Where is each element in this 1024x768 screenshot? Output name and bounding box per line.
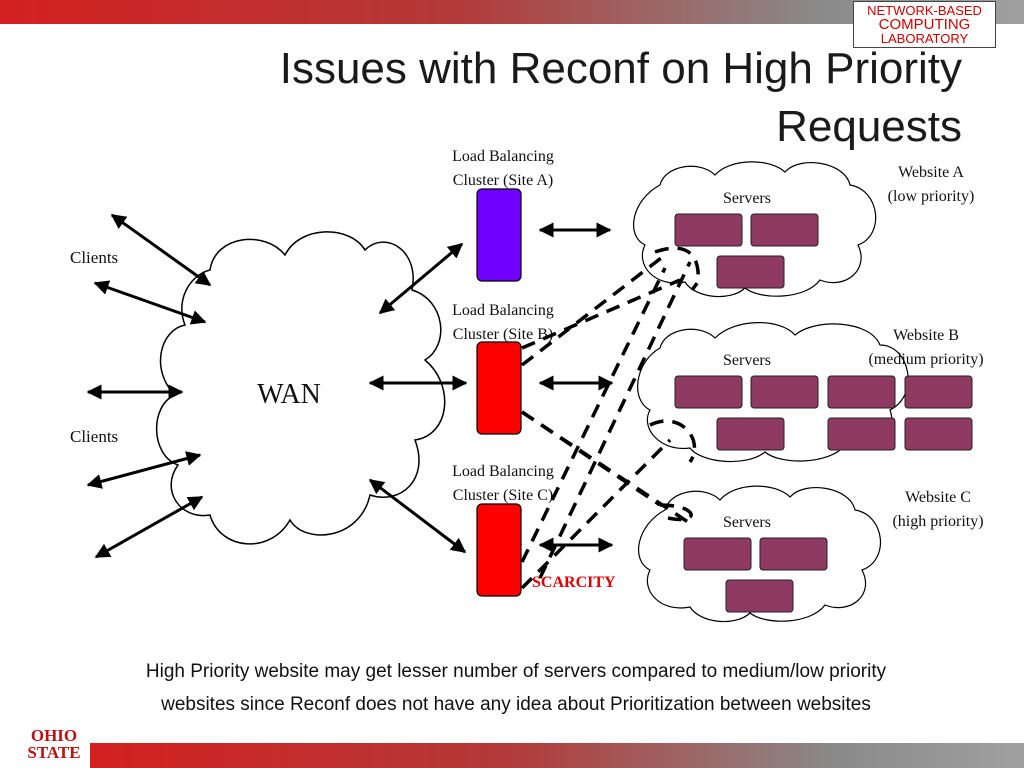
cluster-c-box <box>476 503 522 597</box>
cluster-a-label-line1: Load Balancing <box>452 148 554 165</box>
dashed-loop-c <box>659 503 693 522</box>
slide-title: Issues with Reconf on High Priority Requ… <box>150 40 962 156</box>
scarcity-label: SCARCITY <box>532 574 616 591</box>
lab-logo-line2: COMPUTING <box>878 16 971 33</box>
cluster-a-box <box>476 188 522 282</box>
server-b-5 <box>716 417 785 451</box>
servers-a-label: Servers <box>723 190 771 207</box>
dashed-b-to-c-2 <box>521 410 661 507</box>
website-a-priority: (low priority) <box>888 188 975 205</box>
website-c-priority: (high priority) <box>892 513 983 530</box>
server-b-7 <box>904 417 973 451</box>
caption-line2: websites since Reconf does not have any … <box>161 694 871 715</box>
wan-cluster-a-arrow <box>378 242 464 315</box>
server-c-3 <box>725 579 794 613</box>
server-c-1 <box>683 537 752 571</box>
lab-logo: NETWORK-BASED COMPUTING LABORATORY <box>853 1 996 48</box>
wan-cluster-c-arrow <box>368 478 467 554</box>
cluster-c-label-line1: Load Balancing <box>452 463 554 480</box>
caption-line1: High Priority website may get lesser num… <box>145 661 887 682</box>
client-arrow-5 <box>94 495 204 559</box>
dashed-c-to-b <box>520 438 672 590</box>
reconf-dashed-lines <box>520 246 700 590</box>
server-b-3 <box>827 375 896 409</box>
servers-b-label: Servers <box>723 352 771 369</box>
server-c-2 <box>759 537 828 571</box>
website-a-name: Website A <box>898 164 964 181</box>
title-line1: Issues with Reconf on High Priority <box>279 44 962 93</box>
dashed-b-to-a-1 <box>520 253 667 367</box>
servers-c-label: Servers <box>723 514 771 531</box>
website-b-priority: (medium priority) <box>868 351 983 368</box>
ohio-state-logo: OHIO STATE <box>26 727 82 767</box>
osu-logo-line1: OHIO <box>30 726 78 745</box>
bottom-gradient-bar <box>90 743 1024 768</box>
lab-logo-line1: NETWORK-BASED <box>867 3 982 18</box>
wan-label: WAN <box>257 379 321 410</box>
dashed-loop-b <box>649 419 697 463</box>
dashed-c-to-a-1 <box>538 261 692 579</box>
server-b-6 <box>827 417 896 451</box>
server-a-1 <box>674 213 743 247</box>
lab-logo-line3: LABORATORY <box>880 31 969 46</box>
client-arrows <box>86 213 614 559</box>
client-arrow-2 <box>93 280 207 325</box>
server-b-1 <box>674 375 743 409</box>
cluster-b-label-line1: Load Balancing <box>452 302 554 319</box>
website-c-name: Website C <box>905 489 971 506</box>
title-line2: Requests <box>776 102 962 151</box>
cluster-b-label-line2: Cluster (Site B) <box>453 326 553 343</box>
client-arrow-4 <box>86 451 202 489</box>
client-arrow-1 <box>110 213 212 287</box>
cluster-c-label-line2: Cluster (Site C) <box>453 487 553 504</box>
cluster-b-box <box>476 341 522 435</box>
dashed-loop-a <box>654 246 700 292</box>
server-b-4 <box>904 375 973 409</box>
slide-caption: High Priority website may get lesser num… <box>40 655 992 721</box>
dashed-c-to-a-2 <box>520 267 667 563</box>
server-a-2 <box>750 213 819 247</box>
server-a-3 <box>716 255 785 289</box>
clients-bottom-label: Clients <box>70 427 118 446</box>
server-b-2 <box>750 375 819 409</box>
cluster-a-label-line2: Cluster (Site A) <box>453 172 553 189</box>
clients-top-label: Clients <box>70 248 118 267</box>
osu-logo-line2: STATE <box>27 743 81 762</box>
website-b-name: Website B <box>893 327 959 344</box>
